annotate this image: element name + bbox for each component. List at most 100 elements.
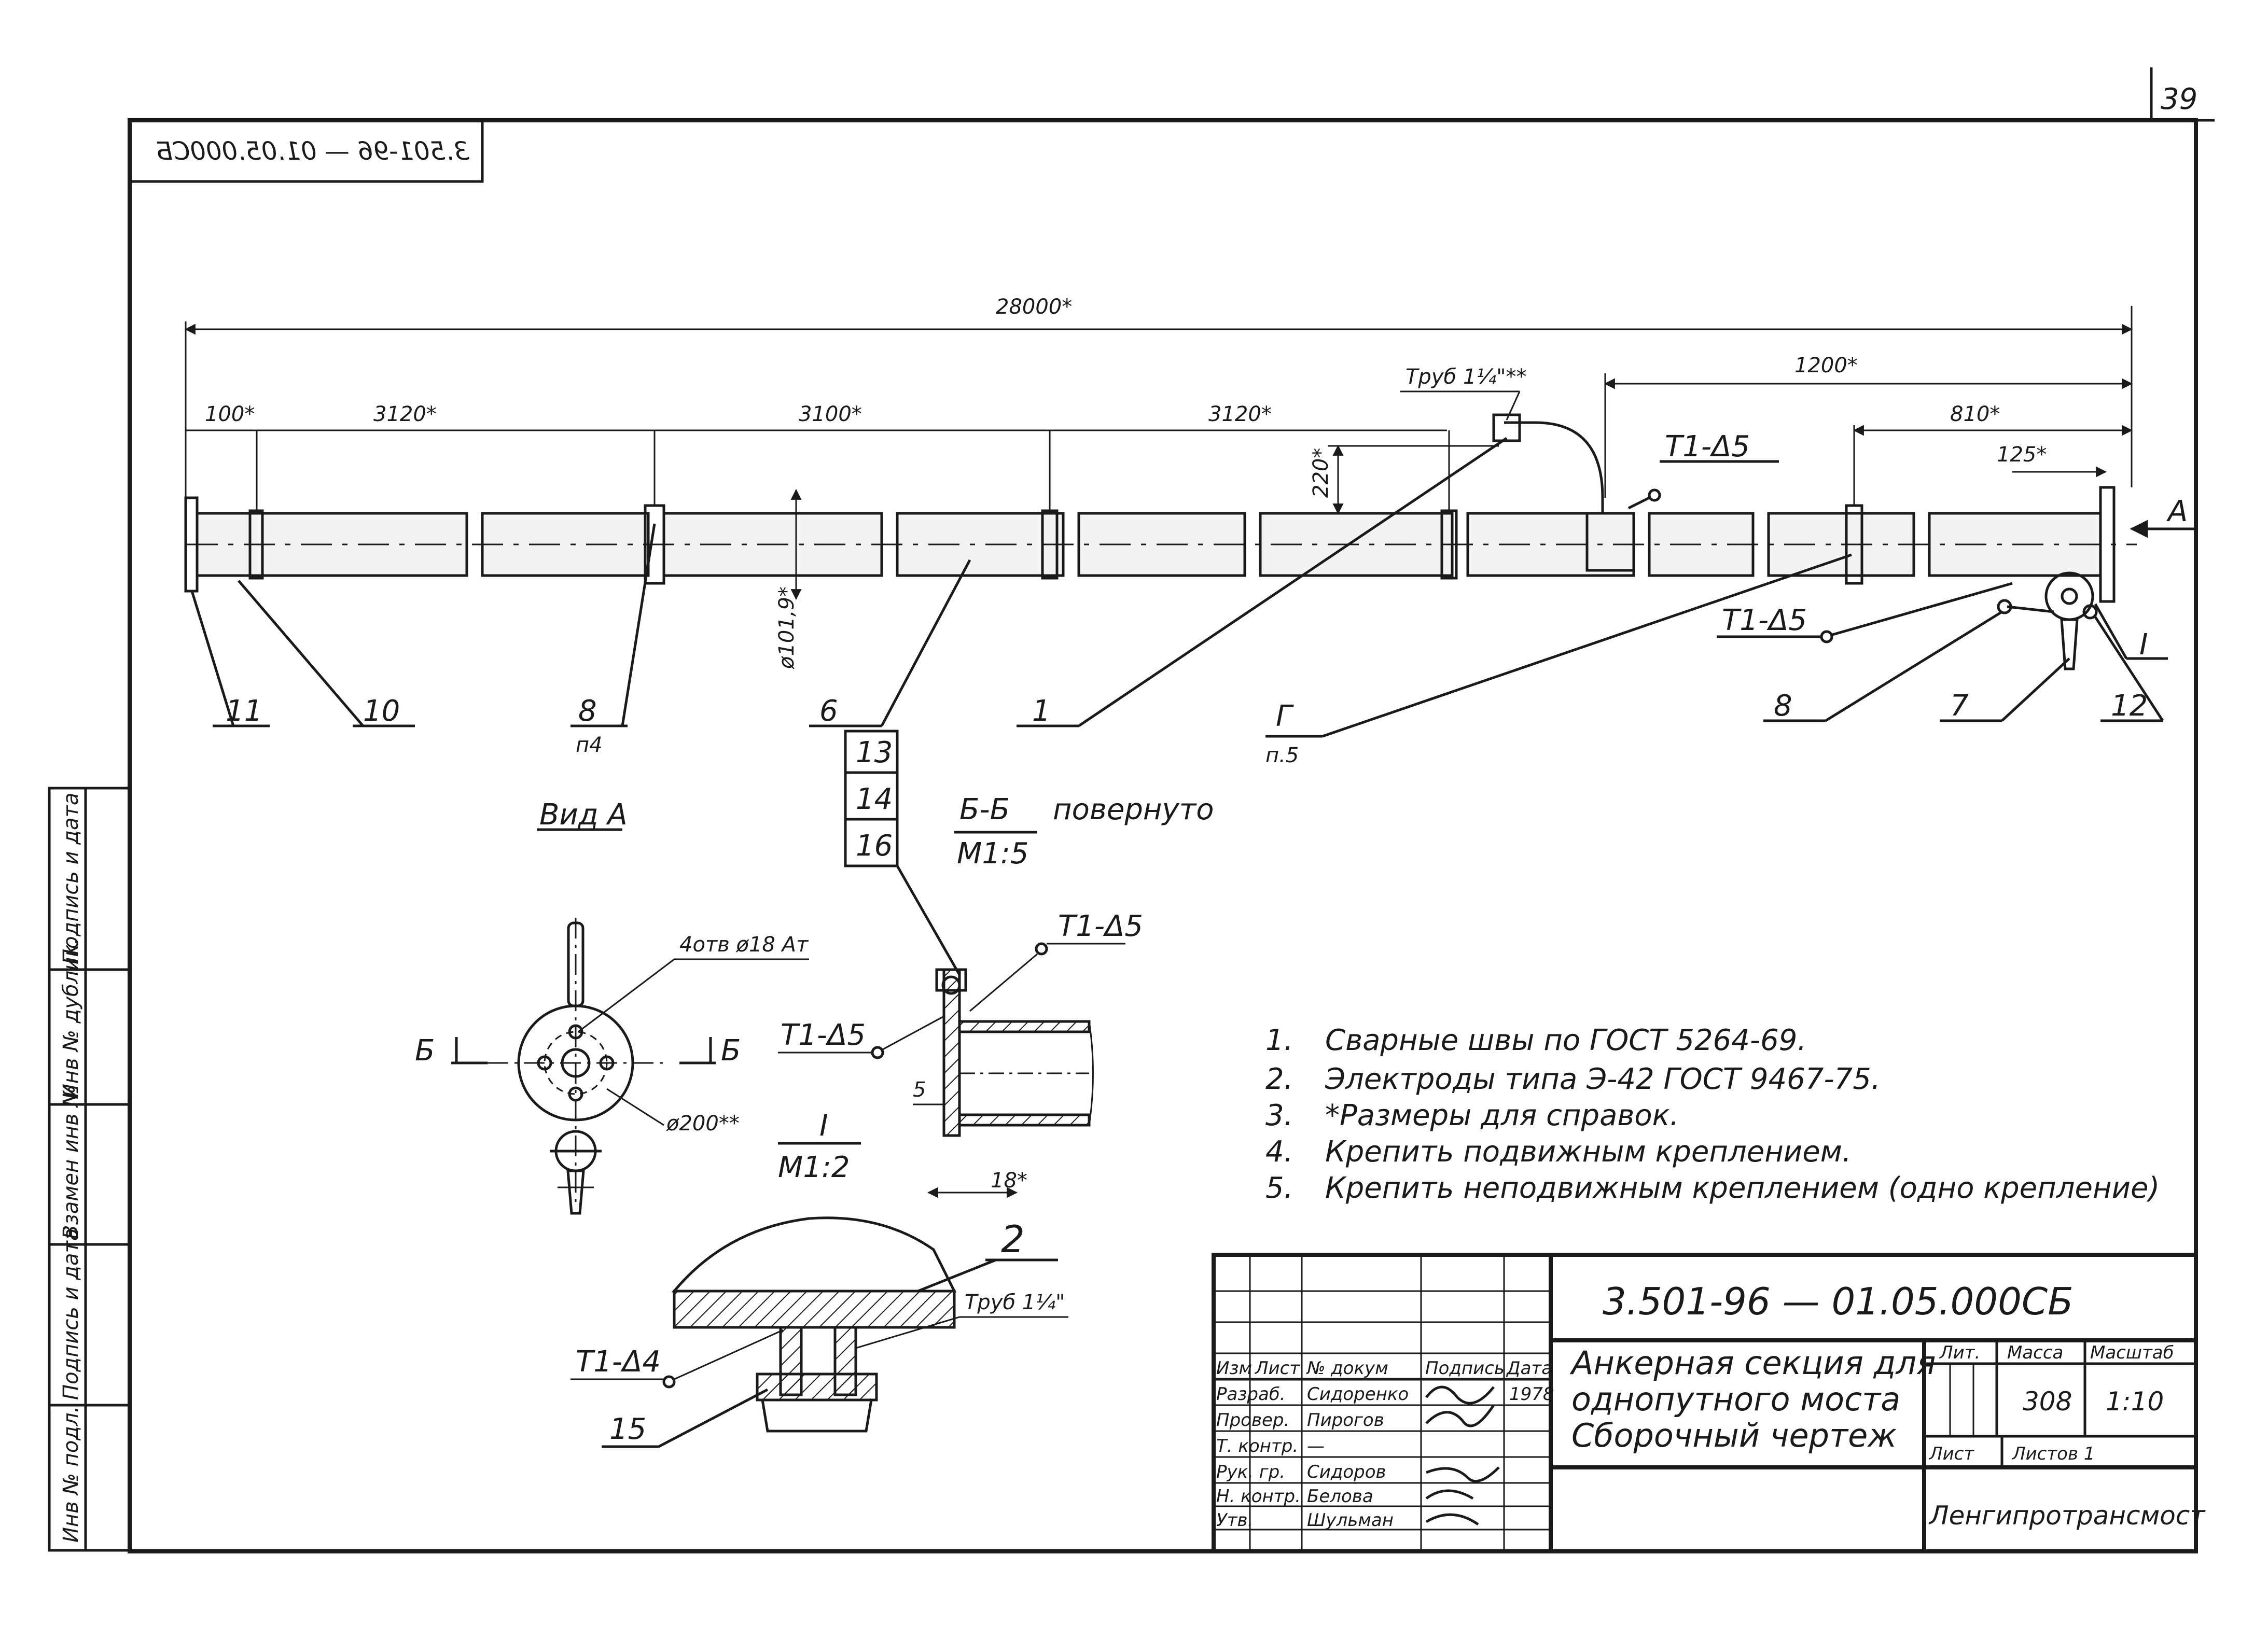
detail-part-15: 15	[609, 1412, 646, 1446]
callout-8: 8	[578, 694, 597, 728]
dim-overall: 28000*	[996, 295, 1072, 319]
note-1-text: Сварные швы по ГОСТ 5264-69.	[1325, 1024, 1806, 1057]
view-a-title: Вид А	[539, 798, 628, 832]
tb-title-1: Анкерная секция для	[1569, 1344, 1936, 1382]
section-bb: 13 14 16 Б-Б повернуто М1:5 Т1-Δ5 Т1-Δ5 …	[778, 730, 1214, 1198]
section-dim-18: 18*	[991, 1169, 1027, 1193]
side-stamp-2: Подпись и дата	[59, 1228, 83, 1400]
side-stamp-3: Взамен инв №	[59, 1085, 83, 1239]
callout-G-sub: п.5	[1265, 744, 1299, 767]
tb-title-3: Сборочный чертеж	[1571, 1417, 1897, 1454]
dimension-lines: 28000* 100* 3120* 3100* 3120* 1200* 810*…	[184, 295, 2133, 669]
dim-810: 810*	[1950, 402, 2000, 426]
section-bb-scale: М1:5	[957, 837, 1028, 871]
notes: 1. Сварные швы по ГОСТ 5264-69. 2. Элект…	[1265, 1024, 2160, 1205]
detail-i-title: I	[819, 1109, 828, 1143]
section-dim-5: 5	[913, 1078, 926, 1102]
tb-scale-value: 1:10	[2106, 1386, 2164, 1417]
weld-label-top: Т1-Δ5	[1665, 430, 1750, 464]
side-stamp: Инв № подл. Подпись и дата Взамен инв № …	[48, 787, 131, 1552]
note-5-text: Крепить неподвижным креплением (одно кре…	[1325, 1171, 2160, 1205]
callout-10: 10	[363, 694, 400, 728]
tb-name-6: Шульман	[1307, 1510, 1394, 1531]
tb-role-5: Н. контр.	[1216, 1486, 1301, 1507]
dim-100: 100*	[205, 402, 255, 426]
tb-role-3: Т. контр.	[1216, 1436, 1298, 1456]
section-left-label: Б	[415, 1034, 435, 1068]
tb-role-4: Рук. гр.	[1216, 1462, 1285, 1482]
tb-list: Лист	[1928, 1444, 1974, 1464]
note-4-text: Крепить подвижным креплением.	[1325, 1135, 1852, 1169]
dim-3120-a: 3120*	[373, 402, 437, 426]
tb-h-list: Лист	[1254, 1358, 1300, 1379]
weld-label-right: Т1-Δ5	[1722, 604, 1807, 637]
tb-role-6: Утв.	[1216, 1510, 1253, 1531]
tb-h-date: Дата	[1506, 1358, 1552, 1379]
side-stamp-5: Подпись и дата	[59, 793, 83, 964]
tb-role-2: Провер.	[1216, 1410, 1289, 1431]
tb-name-1: Сидоренко	[1307, 1384, 1409, 1405]
dim-3100: 3100*	[799, 402, 862, 426]
section-bb-rotated: повернуто	[1053, 793, 1214, 826]
detail-i-scale: М1:2	[778, 1151, 850, 1184]
callout-12: 12	[2111, 689, 2148, 723]
holes-label: 4отв ø18 Ат	[679, 933, 809, 957]
tb-code: 3.501-96 — 01.05.000СБ	[1603, 1280, 2074, 1323]
dim-3120-b: 3120*	[1208, 402, 1272, 426]
note-1-num: 1.	[1265, 1024, 1293, 1057]
tb-lit: Лит.	[1939, 1342, 1980, 1363]
tb-masshtab: Масштаб	[2090, 1342, 2174, 1363]
callouts: 11 10 8 п4 6 1 Г п.5 8 7 12 Т1-Δ5 Т1-Δ5 …	[190, 430, 2168, 767]
dim-1200: 1200*	[1794, 354, 1858, 377]
part-16: 16	[856, 829, 893, 863]
tb-name-2: Пирогов	[1307, 1410, 1384, 1431]
mirrored-code: 3.501-96 — 01.05.000СБ	[156, 137, 469, 166]
detail-marker-I: I	[2139, 628, 2148, 662]
tb-name-3: —	[1307, 1436, 1325, 1456]
view-a: Вид А Б Б 4отв ø18 Ат ø200**	[415, 798, 809, 1215]
section-weld-2: Т1-Δ5	[781, 1018, 866, 1052]
detail-weld-label: Т1-Δ4	[576, 1345, 661, 1379]
sheet-frame	[128, 118, 2198, 1553]
note-2-num: 2.	[1265, 1062, 1293, 1096]
sheet-number: 39	[2161, 82, 2197, 116]
tb-listov: Листов 1	[2011, 1444, 2095, 1464]
side-stamp-1: Инв № подл.	[59, 1406, 83, 1543]
view-a-diameter: ø200**	[666, 1112, 740, 1136]
view-arrow-label: А	[2166, 495, 2188, 528]
callout-6: 6	[819, 694, 838, 728]
tb-role-1: Разраб.	[1216, 1384, 1286, 1405]
tb-mass-value: 308	[2023, 1386, 2072, 1417]
title-block: Изм Лист № докум Подпись Дата Разраб. Си…	[1212, 1253, 2206, 1553]
note-2-text: Электроды типа Э-42 ГОСТ 9467-75.	[1325, 1062, 1881, 1096]
dim-125: 125*	[1997, 443, 2047, 467]
callout-8-sub: п4	[576, 733, 603, 757]
callout-1: 1	[1032, 694, 1051, 728]
section-bb-title: Б-Б	[959, 793, 1010, 826]
tb-title-2: однопутного моста	[1571, 1380, 1900, 1418]
detail-i: 2 Труб 1¼" Т1-Δ4 15	[571, 1216, 1068, 1448]
tb-h-sign: Подпись	[1425, 1358, 1505, 1379]
callout-G: Г	[1276, 699, 1294, 733]
note-4-num: 4.	[1265, 1135, 1293, 1169]
sheet-number-box: 39	[2150, 67, 2215, 122]
tb-h-doc: № докум	[1306, 1358, 1388, 1379]
callout-7: 7	[1950, 689, 1969, 723]
note-5-num: 5.	[1265, 1171, 1293, 1205]
callout-8b: 8	[1774, 689, 1792, 723]
detail-part-2: 2	[1001, 1217, 1025, 1261]
pipe-label-top: Труб 1¼"**	[1406, 365, 1527, 389]
note-3-text: *Размеры для справок.	[1325, 1099, 1679, 1132]
part-14: 14	[856, 782, 893, 816]
part-13: 13	[856, 736, 893, 769]
dim-220: 220*	[1309, 448, 1333, 498]
tb-name-5: Белова	[1307, 1486, 1373, 1507]
note-3-num: 3.	[1265, 1099, 1293, 1132]
mirrored-code-box: 3.501-96 — 01.05.000СБ	[128, 119, 484, 183]
side-stamp-4: Инв № дублик.	[59, 938, 83, 1099]
tb-h-izm: Изм	[1216, 1358, 1252, 1379]
tb-name-4: Сидоров	[1307, 1462, 1386, 1482]
tb-date-1: 1978	[1509, 1384, 1554, 1405]
section-weld-1: Т1-Δ5	[1058, 909, 1143, 943]
